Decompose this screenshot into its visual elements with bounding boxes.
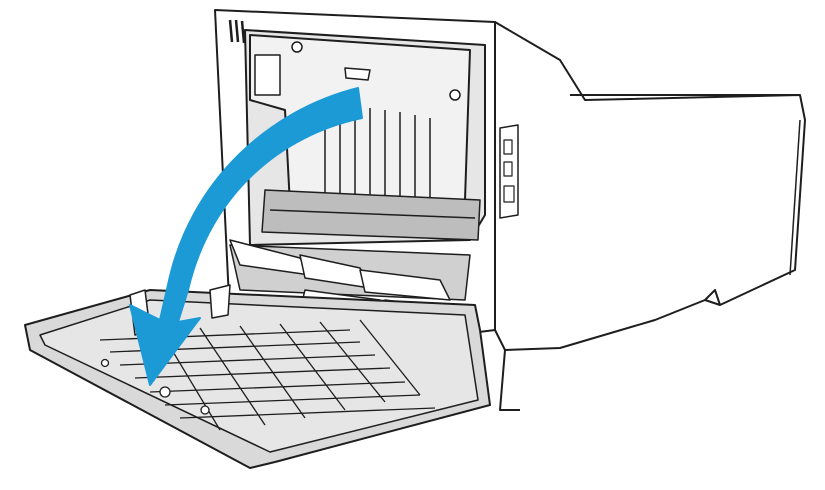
rear-door bbox=[24, 284, 491, 469]
open-door-arrow bbox=[129, 87, 363, 386]
printer-body bbox=[494, 21, 806, 411]
